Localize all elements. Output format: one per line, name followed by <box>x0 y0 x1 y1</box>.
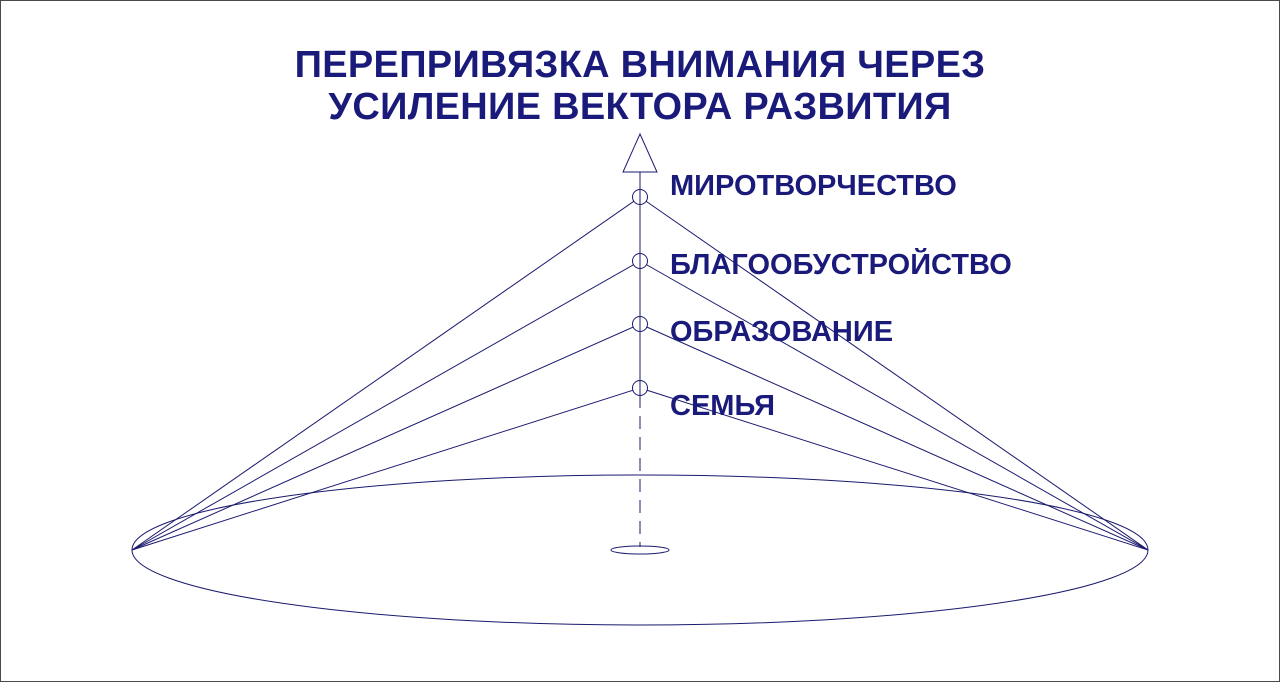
edge-left-4 <box>131 387 641 551</box>
title-line-2: УСИЛЕНИЕ ВЕКТОРА РАЗВИТИЯ <box>328 86 952 128</box>
level-label-family: СЕМЬЯ <box>670 390 776 422</box>
level-label-peacemaking: МИРОТВОРЧЕСТВО <box>670 170 957 202</box>
level-label-education: ОБРАЗОВАНИЕ <box>670 316 894 348</box>
edge-right-4 <box>639 387 1149 551</box>
arrow-up-icon <box>622 132 658 173</box>
center-ellipse <box>610 545 670 555</box>
edge-right-2 <box>639 260 1149 551</box>
edge-right-3 <box>639 323 1149 551</box>
edge-left-2 <box>131 260 641 551</box>
diagram-title: ПЕРЕПРИВЯЗКА ВНИМАНИЯ ЧЕРЕЗ УСИЛЕНИЕ ВЕК… <box>0 44 1280 128</box>
edge-left-1 <box>131 196 641 551</box>
cone-base-ellipse <box>131 474 1149 626</box>
edge-left-3 <box>131 323 641 551</box>
title-line-1: ПЕРЕПРИВЯЗКА ВНИМАНИЯ ЧЕРЕЗ <box>294 44 986 86</box>
level-label-improvement: БЛАГООБУСТРОЙСТВО <box>670 249 1012 281</box>
edge-right-1 <box>639 196 1149 551</box>
